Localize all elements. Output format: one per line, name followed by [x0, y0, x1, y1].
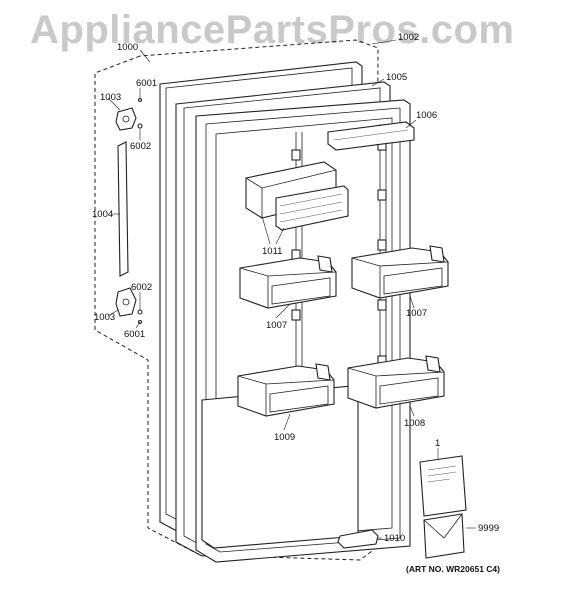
callout-1003-upper: 1003 [100, 92, 121, 103]
callout-1002: 1002 [398, 32, 419, 43]
literature-booklet [419, 455, 467, 517]
callout-1: 1 [435, 438, 440, 449]
callout-1009: 1009 [274, 432, 295, 443]
top-trim-bar [327, 121, 415, 151]
door-bin-right-upper [351, 245, 449, 299]
envelope-packet [423, 513, 465, 559]
callout-1007-left: 1007 [266, 320, 287, 331]
callout-1006: 1006 [416, 110, 437, 121]
hinge-screws [137, 97, 143, 325]
callout-1010: 1010 [384, 533, 405, 544]
callout-1008: 1008 [404, 418, 425, 429]
lower-hinge [115, 287, 137, 317]
door-bin-left-upper [239, 255, 337, 309]
door-bin-left-lower [237, 363, 335, 417]
callout-6002-lower: 6002 [131, 282, 152, 293]
callout-9999: 9999 [478, 523, 499, 534]
callout-1003-lower: 1003 [94, 312, 115, 323]
art-number-label: (ART NO. WR20651 C4) [406, 564, 500, 574]
callout-1007-right: 1007 [406, 308, 427, 319]
door-bin-right-lower [347, 355, 445, 409]
callout-6001-lower: 6001 [124, 329, 145, 340]
callout-1000: 1000 [117, 42, 138, 53]
dairy-compartment [245, 161, 349, 245]
hinge-cover-strip [117, 141, 129, 277]
callout-1011: 1011 [262, 246, 282, 257]
callout-6001-upper: 6001 [136, 78, 157, 89]
leader-lines [107, 39, 476, 539]
callout-6002-upper: 6002 [130, 141, 151, 152]
callout-1004: 1004 [92, 209, 113, 220]
bottom-clip [337, 529, 379, 549]
door-assembly-dashed-outline [94, 39, 379, 561]
callout-1005: 1005 [386, 72, 407, 83]
upper-hinge [115, 107, 137, 131]
